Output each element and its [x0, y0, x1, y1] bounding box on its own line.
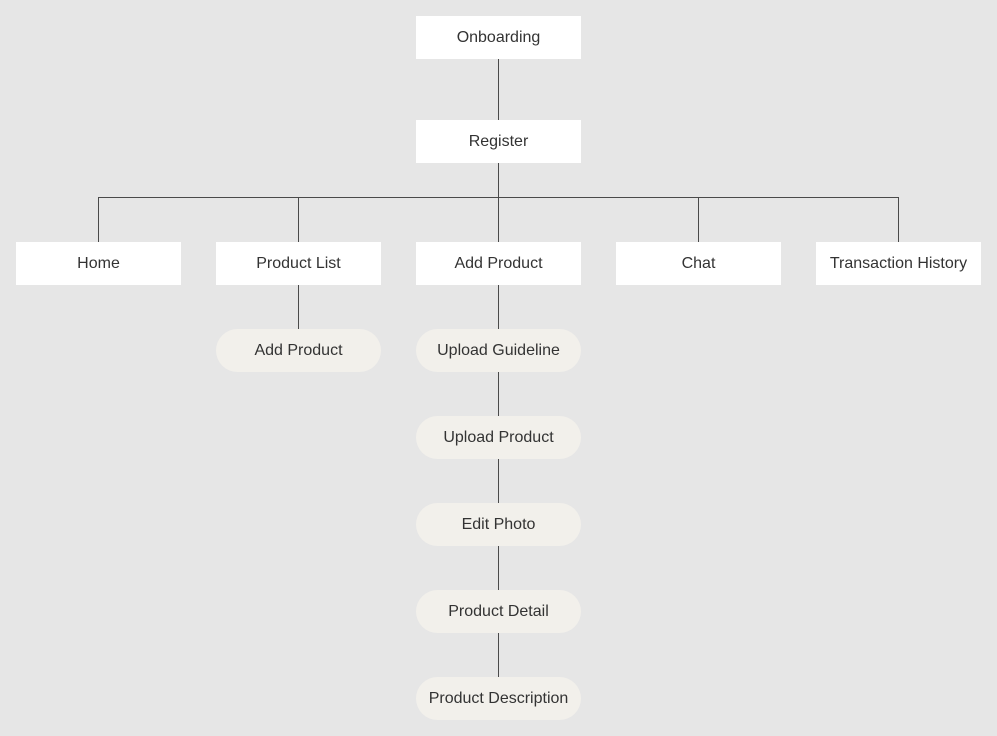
- node-onboarding[interactable]: Onboarding: [416, 16, 581, 59]
- node-chat[interactable]: Chat: [616, 242, 781, 285]
- connector-branch-add-product: [498, 197, 499, 242]
- node-product-description[interactable]: Product Description: [416, 677, 581, 720]
- connector-branch-transaction-history: [898, 197, 899, 242]
- node-add-product[interactable]: Add Product: [416, 242, 581, 285]
- node-edit-photo[interactable]: Edit Photo: [416, 503, 581, 546]
- connector-upload-guideline-upload-product: [498, 372, 499, 416]
- connector-onboarding-register: [498, 59, 499, 120]
- connector-add-product-upload-guideline: [498, 285, 499, 329]
- node-product-detail[interactable]: Product Detail: [416, 590, 581, 633]
- node-upload-product[interactable]: Upload Product: [416, 416, 581, 459]
- connector-branch-home: [98, 197, 99, 242]
- connector-product-detail-product-description: [498, 633, 499, 677]
- node-upload-guideline[interactable]: Upload Guideline: [416, 329, 581, 372]
- node-product-list-add-product[interactable]: Add Product: [216, 329, 381, 372]
- connector-register-branch: [498, 163, 499, 198]
- connector-branch-chat: [698, 197, 699, 242]
- node-home[interactable]: Home: [16, 242, 181, 285]
- connector-branch-product-list: [298, 197, 299, 242]
- node-transaction-history[interactable]: Transaction History: [816, 242, 981, 285]
- node-product-list[interactable]: Product List: [216, 242, 381, 285]
- connector-product-list-add-product: [298, 285, 299, 329]
- connector-upload-product-edit-photo: [498, 459, 499, 503]
- connector-edit-photo-product-detail: [498, 546, 499, 590]
- node-register[interactable]: Register: [416, 120, 581, 163]
